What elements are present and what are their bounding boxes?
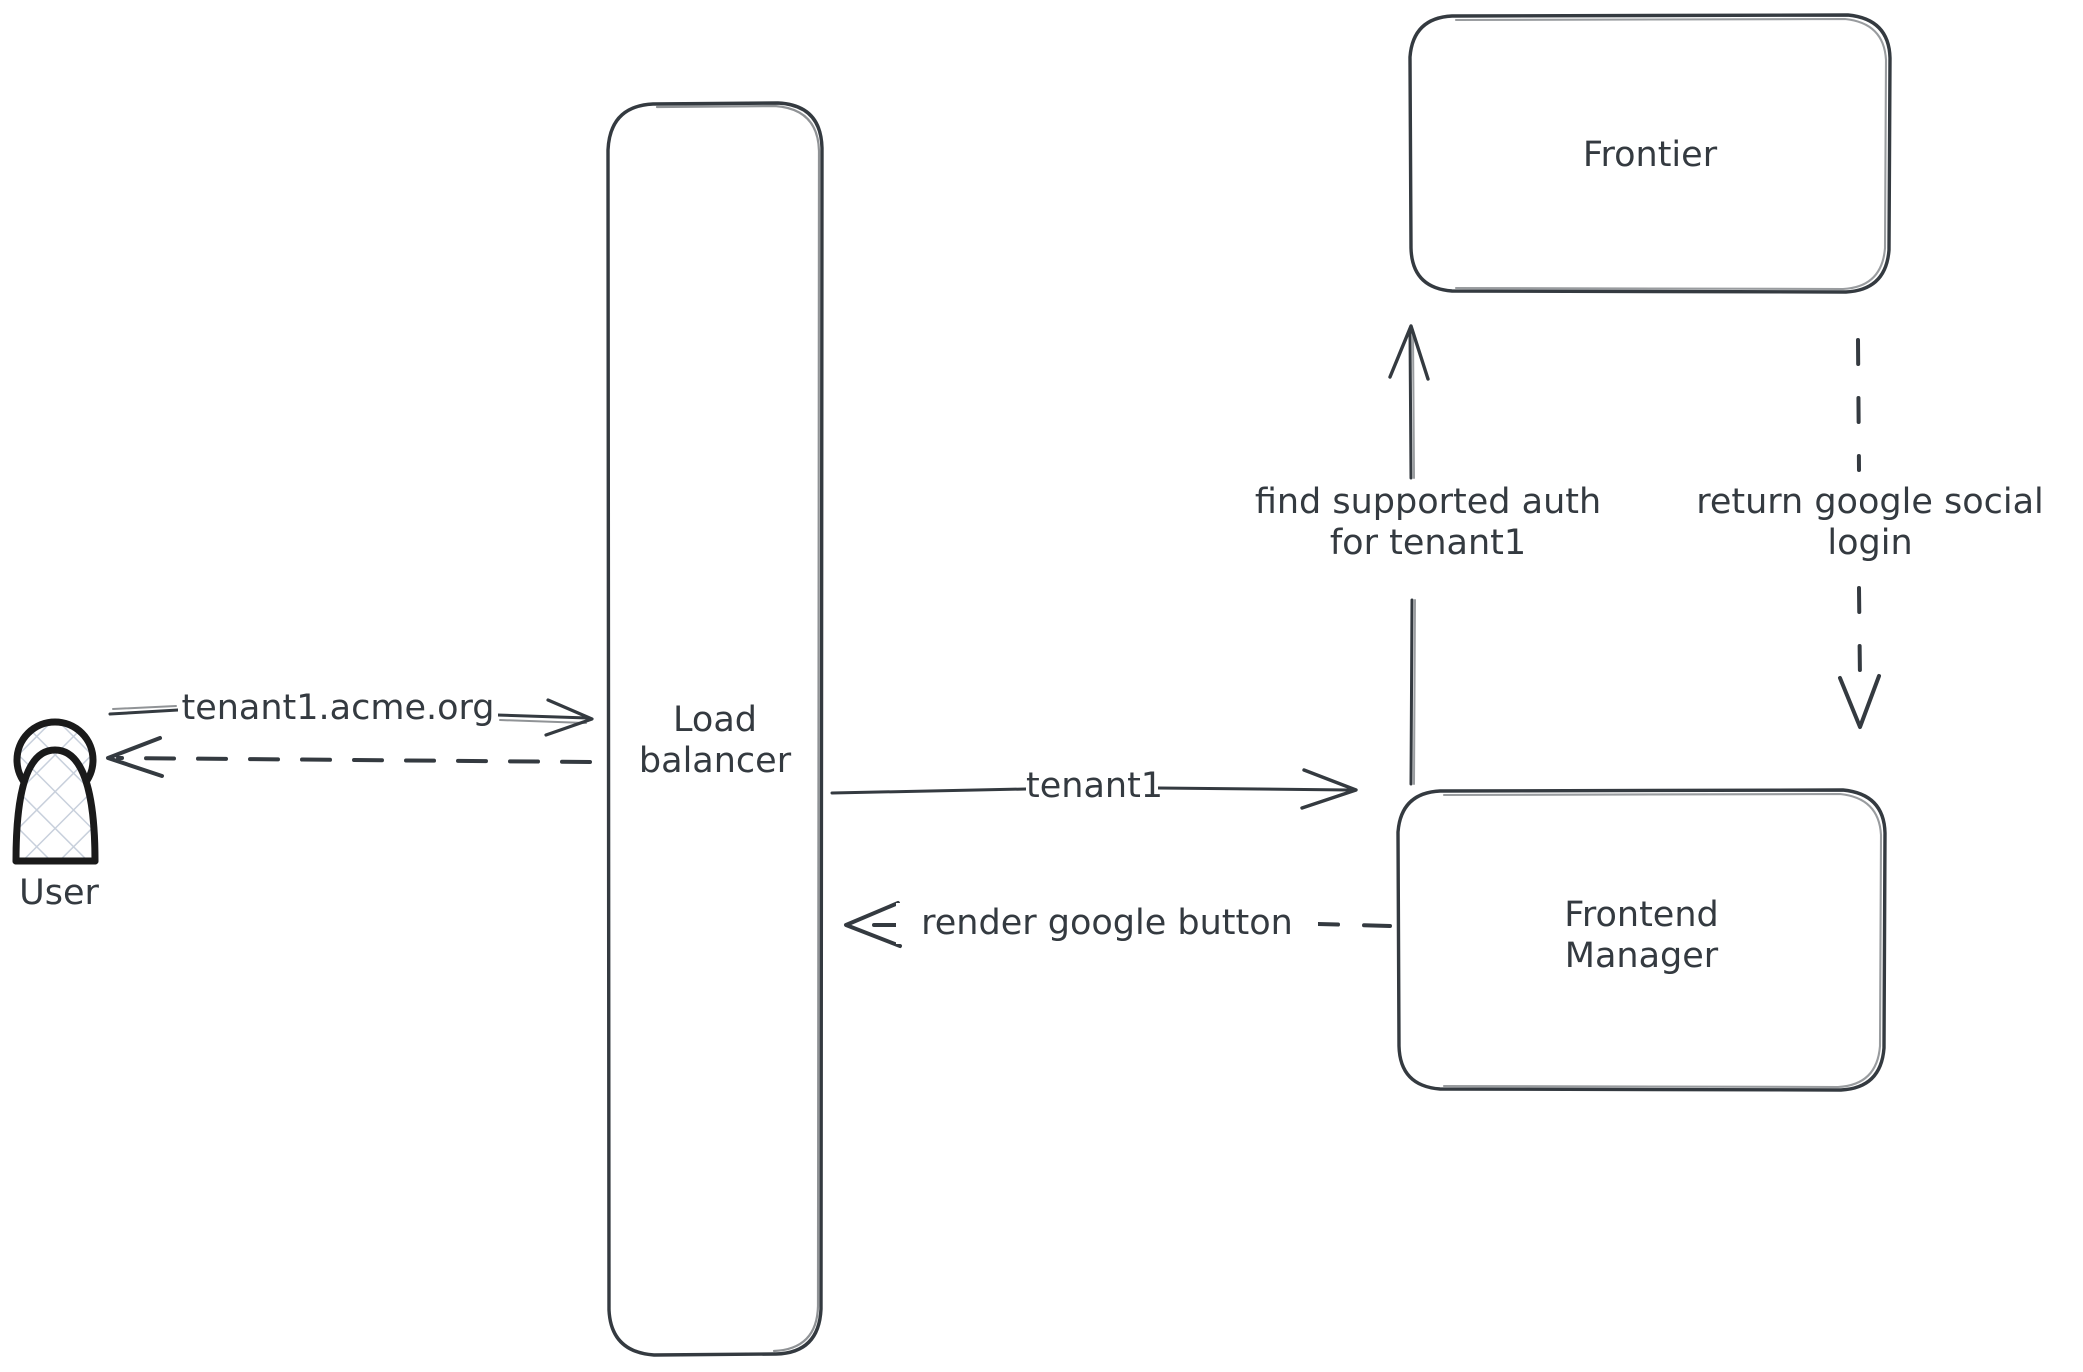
- edge-user-to-lb: [108, 698, 594, 737]
- node-load-balancer[interactable]: [606, 101, 824, 1357]
- edge-lb-to-user: [106, 736, 592, 778]
- node-frontier[interactable]: [1408, 13, 1892, 294]
- user-person-icon: [12, 718, 99, 865]
- edge-lb-to-fm: [830, 768, 1358, 810]
- edge-frontier-to-fm: [1838, 338, 1881, 729]
- edge-fm-to-frontier: [1388, 324, 1430, 786]
- edge-fm-to-lb: [844, 901, 1392, 948]
- node-frontend-manager[interactable]: [1396, 788, 1887, 1092]
